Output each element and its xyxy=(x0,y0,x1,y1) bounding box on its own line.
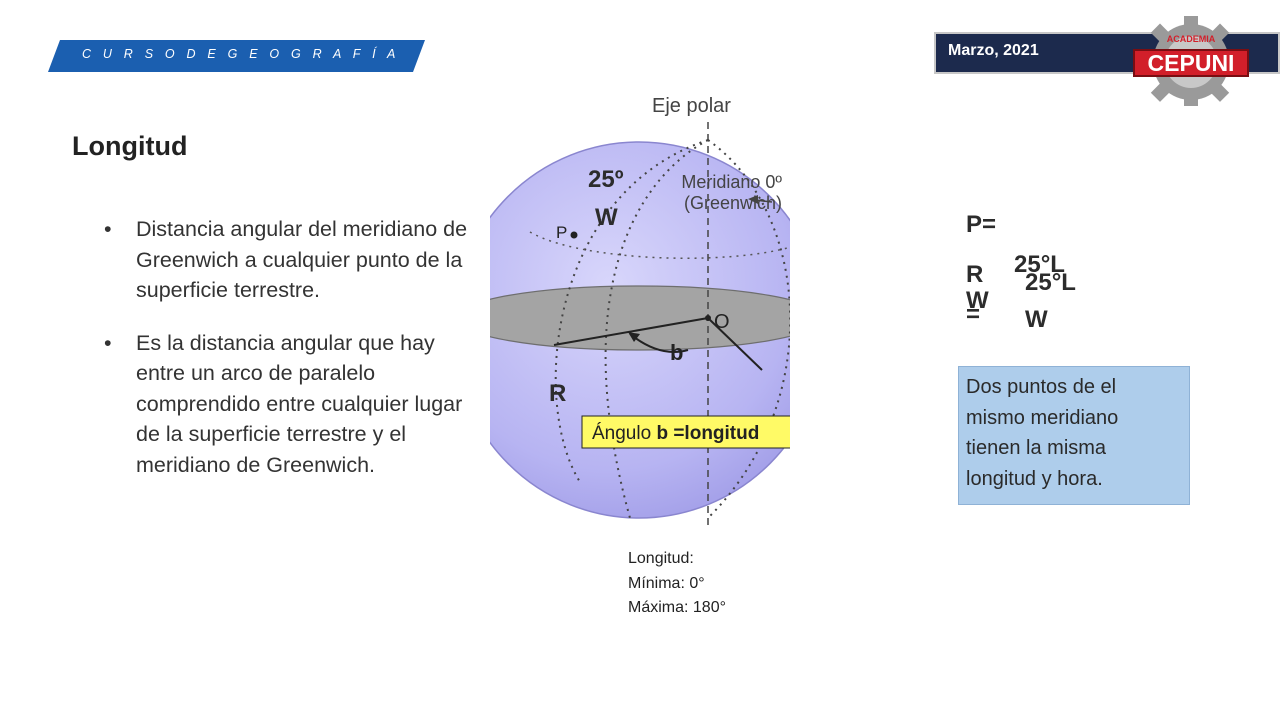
formula-w-2: W xyxy=(1025,306,1048,333)
bullet-item: • Distancia angular del meridiano de Gre… xyxy=(104,214,484,306)
angle-label: Ángulo b =longitud xyxy=(592,423,759,444)
center-point xyxy=(705,315,711,321)
date-label: Marzo, 2021 xyxy=(948,42,1039,59)
point-p-marker xyxy=(570,231,578,239)
course-title: C U R S O D E G E O G R A F Í A xyxy=(82,47,400,61)
meridian-label-line1: Meridiano 0º xyxy=(681,172,782,192)
radius-line xyxy=(553,317,709,346)
point-o-label: O xyxy=(714,311,730,333)
caption-line: Mínima: 0° xyxy=(628,574,705,592)
bullet-item: • Es la distancia angular que hay entre … xyxy=(104,328,484,481)
angle-label-prefix: Ángulo xyxy=(592,423,656,444)
caption-line: Máxima: 180° xyxy=(628,599,726,616)
caption-line: Longitud: xyxy=(628,550,694,567)
radius-label: R xyxy=(549,380,567,407)
info-box xyxy=(958,366,1190,505)
formula-r: R xyxy=(966,261,984,288)
bullet-list: • Distancia angular del meridiano de Gre… xyxy=(104,214,484,502)
meridian-arc xyxy=(554,139,709,483)
bullet-text: Es la distancia angular que hay entre un… xyxy=(136,330,463,477)
polar-axis-label: Eje polar xyxy=(652,95,731,117)
logo-subtext: ACADEMIA xyxy=(1167,34,1216,44)
formula-value-2: 25°L xyxy=(1025,269,1076,296)
bullet-text: Distancia angular del meridiano de Green… xyxy=(136,217,468,302)
logo-text: CEPUNI xyxy=(1148,50,1235,76)
formula-value-1: 25°L xyxy=(1014,251,1065,278)
globe-diagram: P O b Eje polar Meridiano 0º (Greenwich)… xyxy=(490,95,790,530)
angle-label-value: b =longitud xyxy=(656,423,759,444)
angle-label-box xyxy=(581,415,790,449)
radius-line xyxy=(707,317,763,371)
formula-w-1: W xyxy=(966,287,989,314)
page-title: Longitud xyxy=(72,131,188,161)
course-banner xyxy=(48,40,425,72)
cepuni-logo: ACADEMIA CEPUNI xyxy=(1133,16,1249,106)
info-box-text: Dos puntos de el mismo meridiano tienen … xyxy=(966,376,1119,490)
point-p-label: P xyxy=(556,223,567,242)
formula-p-eq: P= xyxy=(966,211,997,238)
arrow-icon xyxy=(748,195,758,204)
formula-equals: = xyxy=(966,301,981,328)
longitude-value-label: 25º xyxy=(588,166,624,193)
longitude-direction-label: W xyxy=(595,204,618,231)
bullet-icon: • xyxy=(104,217,112,241)
bullet-icon: • xyxy=(104,330,112,355)
arc-b-label: b xyxy=(670,340,683,365)
arrow-icon xyxy=(628,332,640,342)
longitude-caption: Longitud: Mínima: 0° Máxima: 180° xyxy=(628,547,726,621)
meridian-label-line2: (Greenwich) xyxy=(684,193,782,213)
